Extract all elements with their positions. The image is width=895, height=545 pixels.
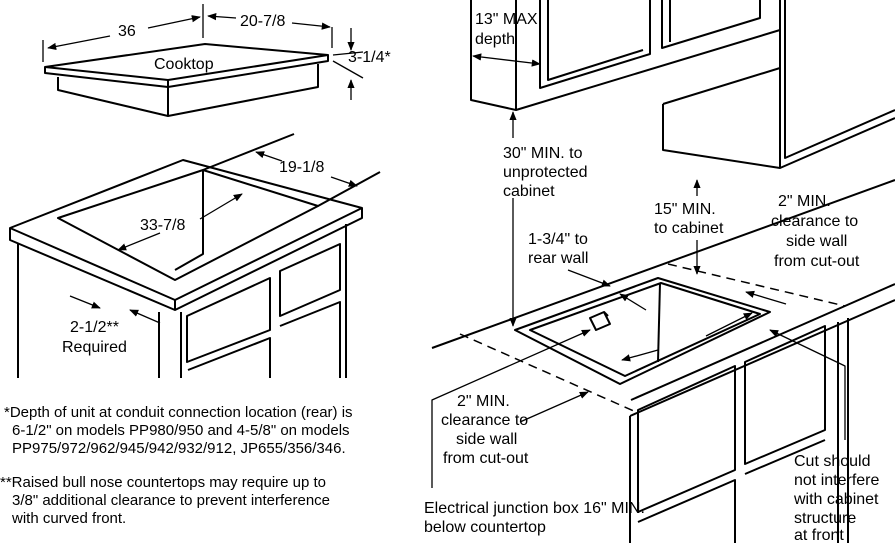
cooktop-drawing — [44, 43, 329, 117]
cut-note-label-2: not interfere — [794, 472, 880, 489]
footnote-1-line-3: PP975/972/962/945/942/932/912, JP655/356… — [12, 440, 346, 457]
side-left-label-3: side wall — [456, 431, 518, 448]
side-right-label-1: 2" MIN. — [778, 193, 831, 210]
cutout-depth-label: 19-1/8 — [279, 159, 325, 176]
footnote-1-line-2: 6-1/2" on models PP980/950 and 4-5/8" on… — [12, 422, 350, 439]
side-left-label-4: from cut-out — [443, 450, 529, 467]
required-label-2: Required — [62, 339, 127, 356]
required-label-1: 2-1/2** — [70, 319, 119, 336]
rear-wall-label-1: 1-3/4" to — [528, 231, 588, 248]
unprotected-label-1: 30" MIN. to — [503, 145, 583, 162]
footnote-1-line-1: *Depth of unit at conduit connection loc… — [4, 404, 353, 421]
junction-box-label-1: Electrical junction box 16" MIN. — [424, 500, 645, 517]
right-countertop-drawing — [431, 179, 895, 543]
max-depth-label-1: 13" MAX — [475, 11, 538, 28]
cooktop-label: Cooktop — [154, 56, 214, 73]
side-right-label-3: side wall — [786, 233, 848, 250]
footnote-2-line-1: **Raised bull nose countertops may requi… — [0, 474, 327, 491]
left-cabinet-drawing — [9, 133, 381, 378]
cut-note-label-4: structure — [794, 510, 857, 527]
unprotected-label-2: unprotected — [503, 164, 588, 181]
cabinet-label-2: to cabinet — [654, 220, 724, 237]
dim-width-label: 36 — [118, 23, 136, 40]
dim-height-label: 3-1/4* — [348, 49, 391, 66]
left-cutout-dimensions — [69, 151, 358, 324]
junction-box-label-2: below countertop — [424, 519, 546, 536]
side-right-label-4: from cut-out — [774, 253, 860, 270]
right-dimension-arrows — [431, 111, 846, 488]
cut-note-label-3: with cabinet — [794, 491, 879, 508]
wall-cabinets-drawing — [470, 0, 895, 169]
cutout-width-label: 33-7/8 — [140, 217, 186, 234]
cut-note-label-5: at front — [794, 527, 844, 544]
dim-depth-label: 20-7/8 — [240, 13, 286, 30]
max-depth-label-2: depth — [475, 31, 516, 48]
cabinet-label-1: 15" MIN. — [654, 201, 716, 218]
side-left-label-2: clearance to — [441, 412, 529, 429]
rear-wall-label-2: rear wall — [528, 250, 589, 267]
cooktop-dimensions — [42, 4, 364, 100]
cut-note-label-1: Cut should — [794, 453, 871, 470]
footnote-2-line-2: 3/8" additional clearance to prevent int… — [12, 492, 331, 509]
footnote-2-line-3: with curved front. — [12, 510, 127, 527]
side-left-label-1: 2" MIN. — [457, 393, 510, 410]
side-right-label-2: clearance to — [771, 213, 859, 230]
unprotected-label-3: cabinet — [503, 183, 555, 200]
